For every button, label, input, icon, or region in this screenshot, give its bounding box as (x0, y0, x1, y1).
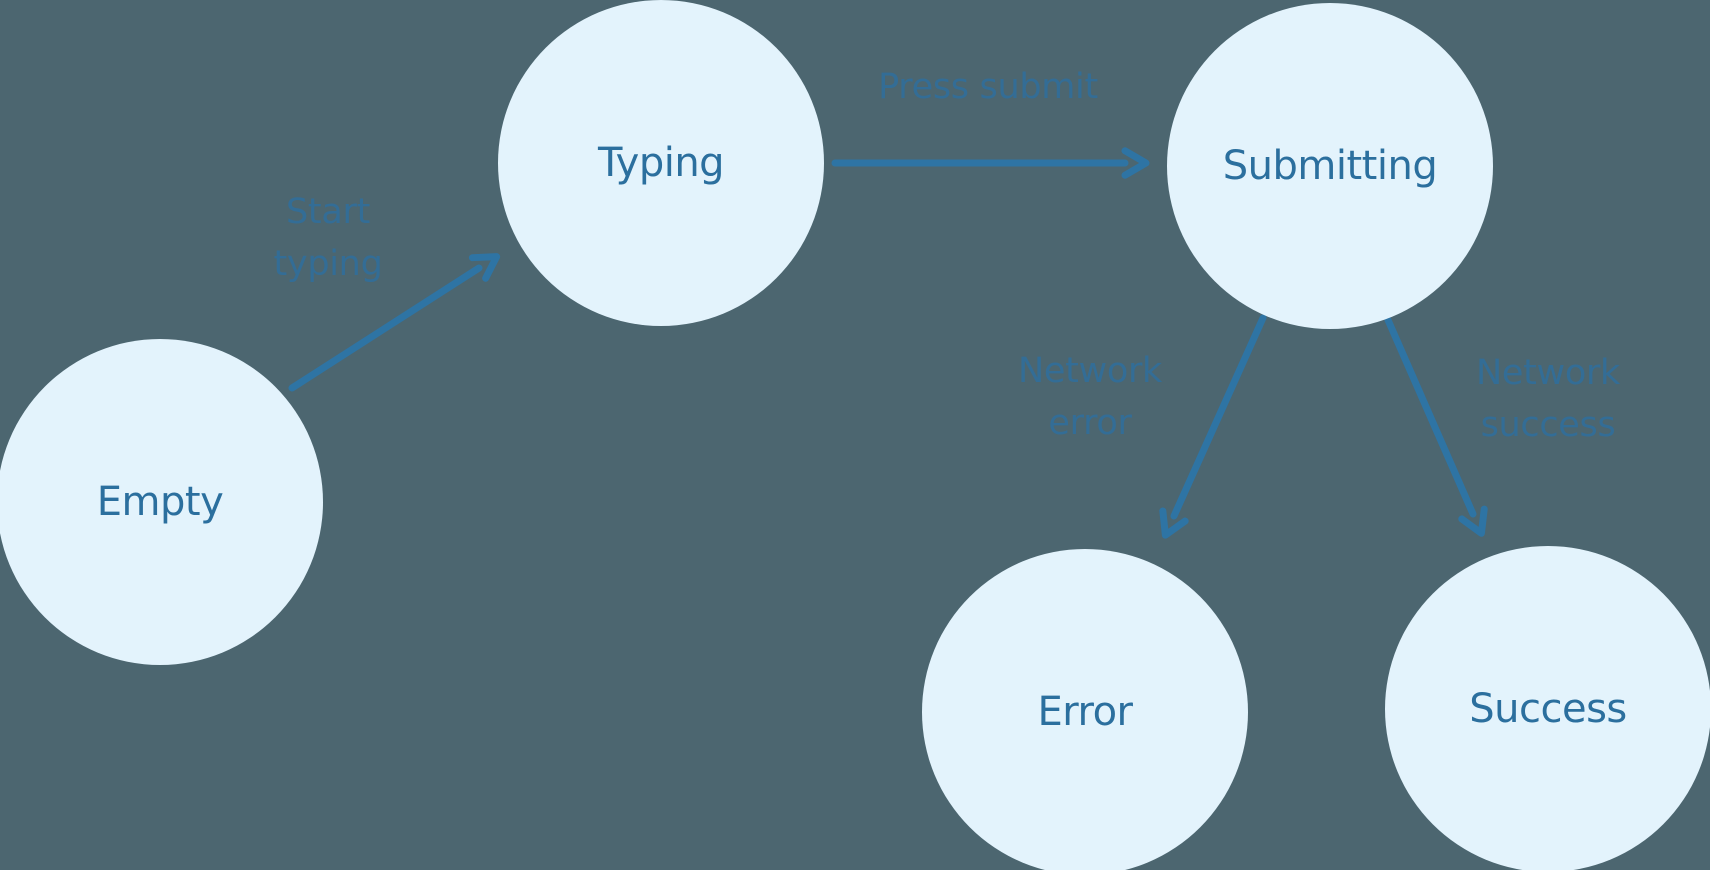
arrow-submitting-to-success (1384, 316, 1488, 537)
state-node-typing: Typing (498, 0, 824, 326)
state-label-success: Success (1469, 686, 1627, 732)
state-node-submitting: Submitting (1167, 3, 1493, 329)
state-node-success: Success (1385, 546, 1710, 870)
state-label-error: Error (1037, 689, 1134, 735)
transition-label-start-typing: Start typing (273, 192, 383, 284)
arrow-submitting-to-error (1159, 314, 1267, 539)
transition-label-network-error: Network error (1017, 351, 1163, 443)
state-label-submitting: Submitting (1222, 143, 1438, 189)
state-node-error: Error (922, 549, 1248, 870)
transition-label-network-success: Network success (1475, 353, 1621, 445)
state-label-typing: Typing (597, 140, 725, 186)
state-node-empty: Empty (0, 339, 323, 665)
state-label-empty: Empty (96, 479, 224, 525)
transition-label-press-submit: Press submit (878, 67, 1098, 107)
